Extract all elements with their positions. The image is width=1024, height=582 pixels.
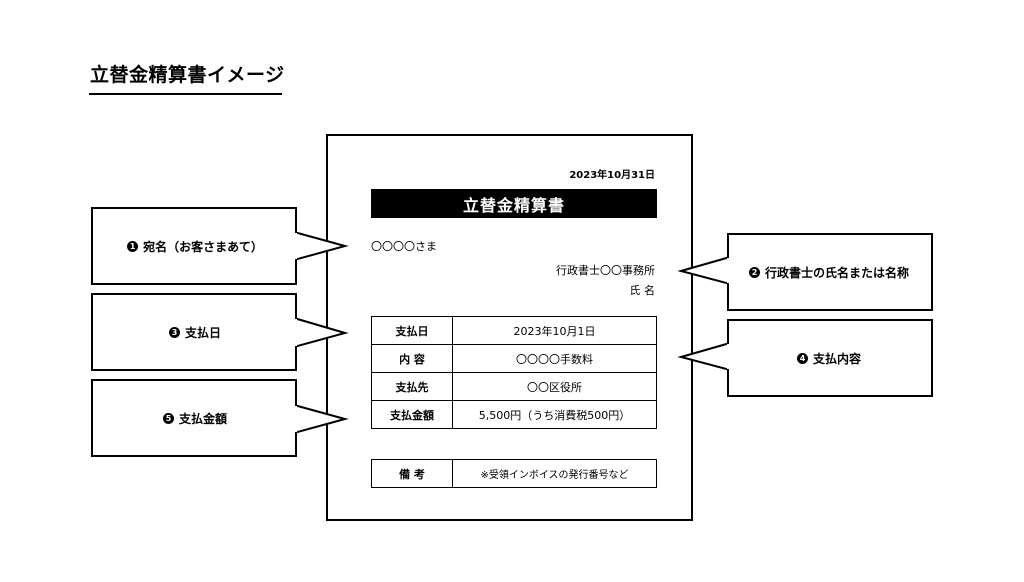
callout-payment-amount: 5 支払金額 bbox=[91, 379, 297, 457]
row-value: 〇〇区役所 bbox=[452, 372, 657, 401]
callout-payment-content: 4 支払内容 bbox=[727, 319, 933, 397]
row-label: 支払日 bbox=[371, 316, 453, 345]
document-issuer: 行政書士〇〇事務所 bbox=[556, 264, 655, 277]
row-value: 5,500円（うち消費税500円） bbox=[452, 400, 657, 429]
page-title: 立替金精算書イメージ bbox=[90, 64, 285, 86]
settlement-document: 2023年10月31日 立替金精算書 〇〇〇〇さま 行政書士〇〇事務所 氏 名 … bbox=[326, 134, 693, 521]
callout-number: 5 bbox=[162, 412, 174, 424]
table-row: 備 考 ※受領インボイスの発行番号など bbox=[371, 459, 657, 488]
callout-label: 支払日 bbox=[184, 325, 221, 340]
callout-label: 支払金額 bbox=[178, 411, 227, 426]
payment-table: 支払日 2023年10月1日 内 容 〇〇〇〇手数料 支払先 〇〇区役所 支払金… bbox=[371, 316, 657, 429]
table-row: 内 容 〇〇〇〇手数料 bbox=[371, 344, 657, 373]
callout-label: 支払内容 bbox=[812, 351, 861, 366]
remarks-label: 備 考 bbox=[371, 459, 453, 488]
document-date: 2023年10月31日 bbox=[569, 170, 655, 181]
callout-label: 行政書士の氏名または名称 bbox=[764, 265, 909, 280]
document-signer: 氏 名 bbox=[629, 284, 656, 297]
row-value: 2023年10月1日 bbox=[452, 316, 657, 345]
callout-number: 4 bbox=[796, 352, 808, 364]
document-recipient: 〇〇〇〇さま bbox=[371, 240, 437, 253]
callout-number: 3 bbox=[168, 326, 180, 338]
remarks-table: 備 考 ※受領インボイスの発行番号など bbox=[371, 459, 657, 488]
table-row: 支払金額 5,500円（うち消費税500円） bbox=[371, 400, 657, 429]
row-label: 支払金額 bbox=[371, 400, 453, 429]
callout-recipient: 1 宛名（お客さまあて） bbox=[91, 207, 297, 285]
table-row: 支払日 2023年10月1日 bbox=[371, 316, 657, 345]
document-title: 立替金精算書 bbox=[371, 189, 657, 218]
row-label: 内 容 bbox=[371, 344, 453, 373]
row-label: 支払先 bbox=[371, 372, 453, 401]
table-row: 支払先 〇〇区役所 bbox=[371, 372, 657, 401]
title-underline bbox=[89, 93, 282, 95]
callout-number: 2 bbox=[748, 266, 760, 278]
callout-issuer-name: 2 行政書士の氏名または名称 bbox=[727, 233, 933, 311]
row-value: 〇〇〇〇手数料 bbox=[452, 344, 657, 373]
callout-number: 1 bbox=[127, 240, 139, 252]
callout-payment-date: 3 支払日 bbox=[91, 293, 297, 371]
callout-label: 宛名（お客さまあて） bbox=[143, 239, 263, 254]
remarks-value: ※受領インボイスの発行番号など bbox=[452, 459, 657, 488]
